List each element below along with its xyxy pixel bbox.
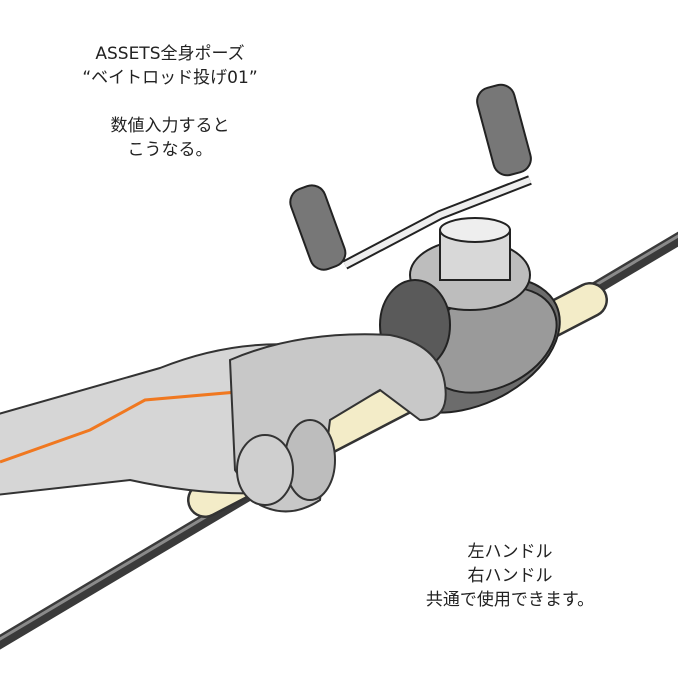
caption-note-1: 数値入力すると: [110, 116, 230, 136]
caption-title: ASSETS全身ポーズ: [95, 44, 245, 64]
hand: [228, 333, 447, 513]
caption-note-2: こうなる。: [127, 140, 213, 160]
caption-common-use: 共通で使用できます。: [425, 590, 595, 610]
caption-right-handle: 右ハンドル: [467, 566, 553, 586]
caption-pose-name: “ベイトロッド投げ01”: [82, 68, 258, 88]
reel-handle: [289, 83, 532, 271]
top-caption: ASSETS全身ポーズ “ベイトロッド投げ01” 数値入力すると こうなる。: [40, 42, 300, 162]
bottom-caption: 左ハンドル 右ハンドル 共通で使用できます。: [400, 540, 620, 612]
caption-left-handle: 左ハンドル: [467, 542, 553, 562]
